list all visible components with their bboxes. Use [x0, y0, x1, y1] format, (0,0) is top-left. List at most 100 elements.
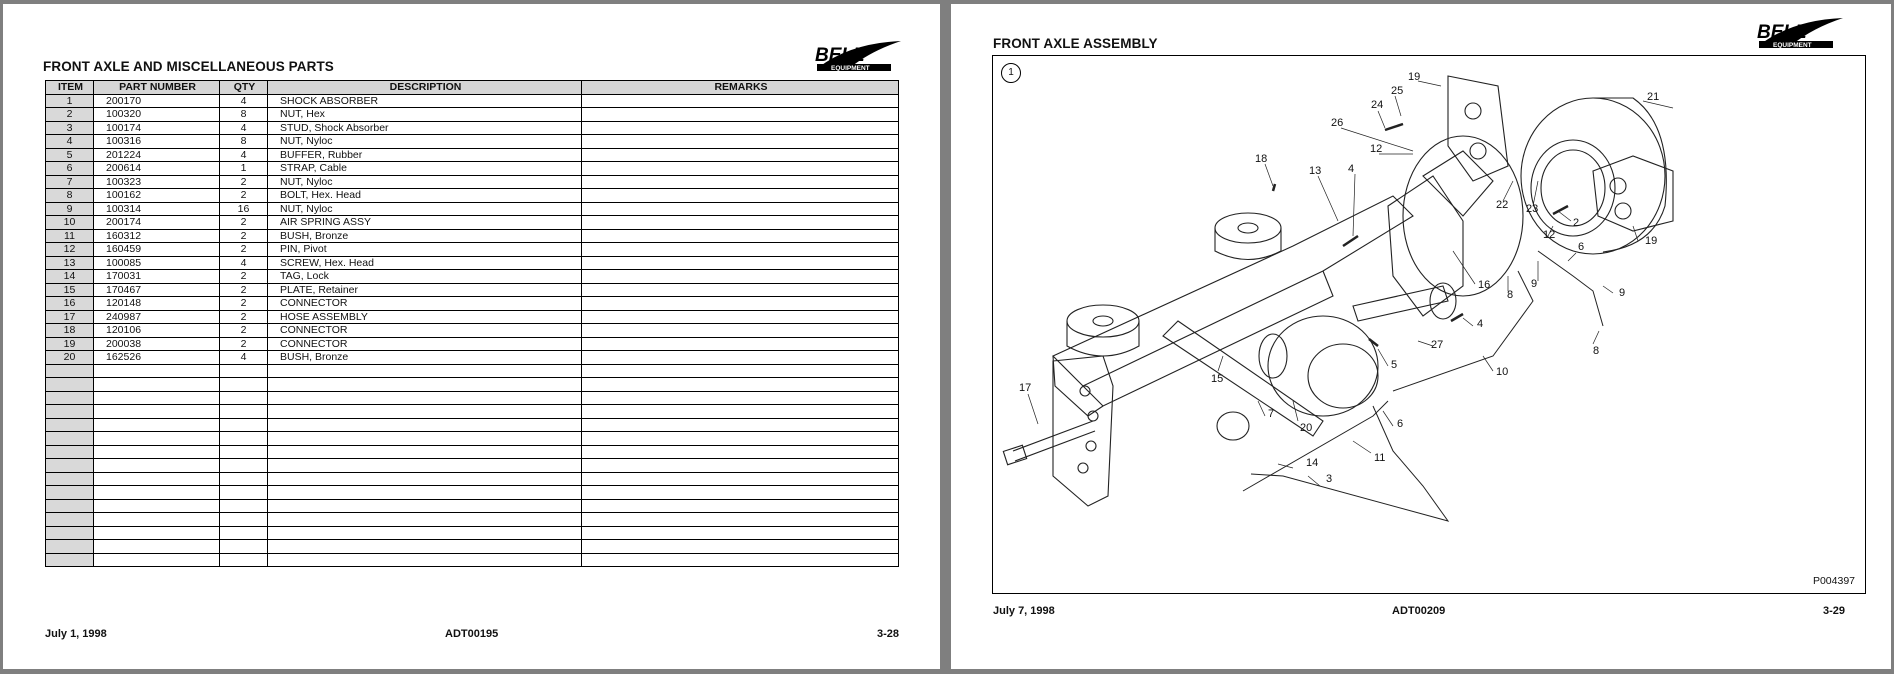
cell-item [45, 458, 94, 473]
cell-part-number [93, 539, 220, 554]
table-row-empty [45, 431, 899, 446]
cell-part-number: 200174 [93, 215, 220, 230]
cell-qty: 2 [219, 228, 268, 243]
cell-remarks [581, 552, 899, 567]
cell-item: 11 [45, 228, 94, 243]
callout-14: 14 [1306, 457, 1318, 469]
cell-item: 13 [45, 255, 94, 270]
cell-description [267, 525, 582, 540]
callout-16: 16 [1478, 279, 1490, 291]
table-row-empty [45, 512, 899, 527]
callout-12: 12 [1370, 143, 1382, 155]
cell-item [45, 498, 94, 513]
cell-remarks [581, 282, 899, 297]
cell-remarks [581, 107, 899, 122]
cell-remarks [581, 309, 899, 324]
cell-qty: 2 [219, 282, 268, 297]
cell-description [267, 458, 582, 473]
cell-part-number: 240987 [93, 309, 220, 324]
cell-remarks [581, 134, 899, 149]
cell-remarks [581, 174, 899, 189]
cell-part-number: 160459 [93, 242, 220, 257]
cell-qty: 2 [219, 215, 268, 230]
bell-logo: BELL EQUIPMENT [1753, 14, 1845, 59]
cell-remarks [581, 161, 899, 176]
cell-description [267, 444, 582, 459]
table-row-empty [45, 363, 899, 378]
column-header-item: ITEM [45, 80, 94, 95]
callout-25: 25 [1391, 85, 1403, 97]
axle-beam [1052, 195, 1414, 387]
cell-qty [219, 539, 268, 554]
cell-item [45, 417, 94, 432]
cell-part-number: 200170 [93, 93, 220, 108]
cell-part-number: 160312 [93, 228, 220, 243]
callout-26: 26 [1331, 117, 1343, 129]
cell-qty: 4 [219, 147, 268, 162]
cell-part-number: 170031 [93, 269, 220, 284]
cell-item [45, 525, 94, 540]
callout-8: 8 [1507, 289, 1513, 301]
cell-part-number: 120106 [93, 323, 220, 338]
cell-remarks [581, 336, 899, 351]
table-row-empty [45, 485, 899, 500]
cell-item [45, 539, 94, 554]
table-row-empty [45, 471, 899, 486]
cell-description: CONNECTOR [267, 323, 582, 338]
cell-description [267, 390, 582, 405]
right-page: FRONT AXLE ASSEMBLY BELL EQUIPMENT [951, 4, 1891, 669]
cell-qty: 4 [219, 93, 268, 108]
cell-description: AIR SPRING ASSY [267, 215, 582, 230]
trailing-arm-left [1162, 320, 1324, 437]
callout-24: 24 [1371, 99, 1383, 111]
cell-qty [219, 444, 268, 459]
logo-brand: BELL [815, 45, 865, 66]
cell-qty: 2 [219, 323, 268, 338]
cell-description: CONNECTOR [267, 296, 582, 311]
cell-remarks [581, 485, 899, 500]
figure-number: 1 [1001, 63, 1021, 83]
cell-qty: 2 [219, 188, 268, 203]
trailing-arm-right [1352, 285, 1449, 322]
cell-remarks [581, 471, 899, 486]
callout-6: 6 [1578, 241, 1584, 253]
cell-remarks [581, 350, 899, 365]
cell-item: 3 [45, 120, 94, 135]
cell-item [45, 363, 94, 378]
callout-27: 27 [1431, 339, 1443, 351]
cell-part-number: 100323 [93, 174, 220, 189]
cell-description [267, 539, 582, 554]
cell-item [45, 444, 94, 459]
cell-part-number: 100174 [93, 120, 220, 135]
cell-qty [219, 377, 268, 392]
cell-qty: 4 [219, 350, 268, 365]
cell-item [45, 404, 94, 419]
cell-qty [219, 431, 268, 446]
cell-part-number [93, 390, 220, 405]
table-row-empty [45, 552, 899, 567]
cell-item: 12 [45, 242, 94, 257]
cell-qty [219, 404, 268, 419]
cell-description: STRAP, Cable [267, 161, 582, 176]
cell-description: NUT, Nyloc [267, 201, 582, 216]
cell-part-number [93, 458, 220, 473]
cell-qty: 4 [219, 120, 268, 135]
cell-part-number: 100085 [93, 255, 220, 270]
cell-remarks [581, 323, 899, 338]
cell-qty: 1 [219, 161, 268, 176]
footer-doc-number: ADT00195 [445, 628, 499, 640]
callout-19: 19 [1645, 235, 1657, 247]
cell-part-number: 170467 [93, 282, 220, 297]
cell-item: 7 [45, 174, 94, 189]
cell-description [267, 404, 582, 419]
cell-item [45, 431, 94, 446]
cell-part-number: 201224 [93, 147, 220, 162]
